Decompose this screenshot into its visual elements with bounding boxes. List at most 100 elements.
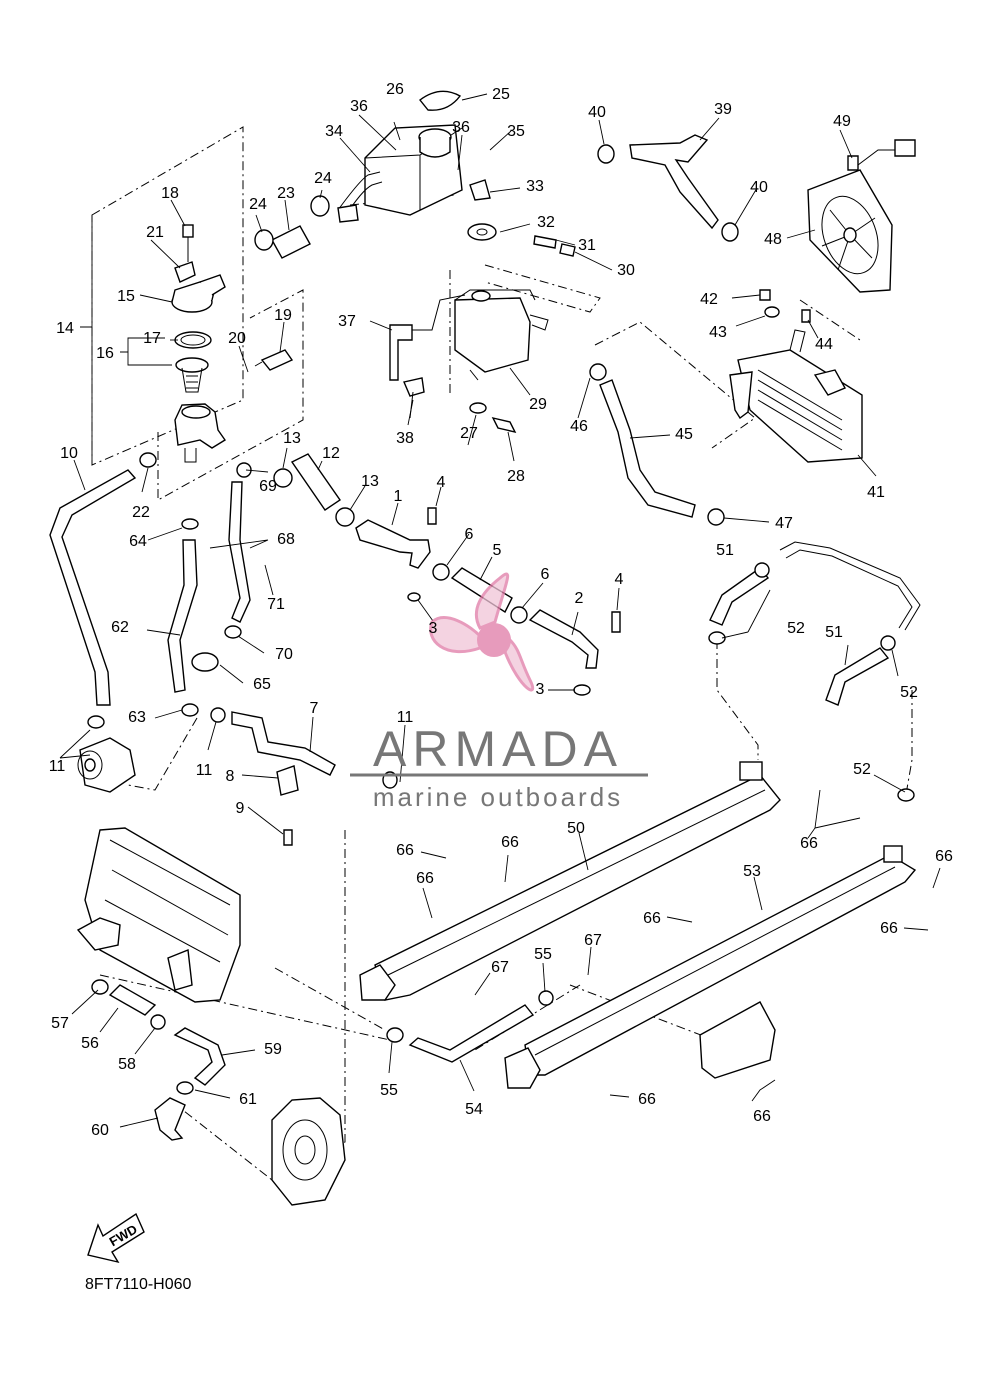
- callout-52: 52: [787, 620, 805, 637]
- callout-37: 37: [338, 313, 356, 330]
- callout-22: 22: [132, 504, 150, 521]
- callout-3: 3: [429, 620, 438, 637]
- water-jacket-plate: [76, 827, 241, 1003]
- callout-43: 43: [709, 324, 727, 341]
- callout-36: 36: [452, 119, 470, 136]
- callout-59: 59: [264, 1041, 282, 1058]
- hose-56: [108, 984, 157, 1016]
- callout-3: 3: [536, 681, 545, 698]
- hose-45: [599, 379, 696, 518]
- callout-28: 28: [507, 468, 525, 485]
- pump-body-bottom: [271, 1097, 346, 1206]
- hose-2: [528, 609, 599, 669]
- cooling-rail-53: [504, 845, 917, 1089]
- callout-48: 48: [764, 231, 782, 248]
- callout-66: 66: [643, 910, 661, 927]
- callout-13: 13: [283, 430, 301, 447]
- callout-66: 66: [638, 1091, 656, 1108]
- callout-66: 66: [416, 870, 434, 887]
- callout-1: 1: [394, 488, 403, 505]
- callout-16: 16: [96, 345, 114, 362]
- callout-42: 42: [700, 291, 718, 308]
- watermark-brand: ARMADA: [373, 721, 623, 777]
- callout-66: 66: [800, 835, 818, 852]
- callout-9: 9: [236, 800, 245, 817]
- coolant-reservoir-bottle: [454, 289, 549, 381]
- callout-6: 6: [465, 526, 474, 543]
- watermark-tagline: marine outboards: [373, 782, 623, 812]
- callout-26: 26: [386, 81, 404, 98]
- callout-60: 60: [91, 1122, 109, 1139]
- callout-63: 63: [128, 709, 146, 726]
- callout-70: 70: [275, 646, 293, 663]
- callout-62: 62: [111, 619, 129, 636]
- bolts-and-screws: [276, 155, 859, 846]
- hose-62: [167, 539, 198, 693]
- callout-31: 31: [578, 237, 596, 254]
- callout-47: 47: [775, 515, 793, 532]
- callout-66: 66: [396, 842, 414, 859]
- coolant-tank-upper: [337, 124, 463, 223]
- callout-36: 36: [350, 98, 368, 115]
- callout-68: 68: [277, 531, 295, 548]
- watermark: ARMADA marine outboards: [350, 572, 648, 812]
- hose-54: [408, 1004, 535, 1063]
- callout-71: 71: [267, 596, 285, 613]
- callout-54: 54: [465, 1101, 483, 1118]
- hose-51-lower: [825, 647, 890, 706]
- pipe-1: [355, 519, 431, 569]
- thermostat-housing: [174, 403, 226, 463]
- callout-52: 52: [900, 684, 918, 701]
- callout-23: 23: [277, 185, 295, 202]
- callout-44: 44: [815, 336, 833, 353]
- bracket-21: [174, 224, 196, 283]
- propeller-logo: [429, 572, 535, 692]
- hose-10: [49, 469, 137, 706]
- callout-7: 7: [310, 700, 319, 717]
- callout-17: 17: [143, 330, 161, 347]
- callout-27: 27: [460, 425, 478, 442]
- callout-53: 53: [743, 863, 761, 880]
- callout-11: 11: [196, 762, 213, 779]
- callout-38: 38: [396, 430, 414, 447]
- callout-66: 66: [880, 920, 898, 937]
- radiator-cap: [419, 90, 462, 111]
- callout-51: 51: [716, 542, 734, 559]
- temp-sensor-19: [254, 349, 294, 371]
- callout-35: 35: [507, 123, 525, 140]
- callout-29: 29: [529, 396, 547, 413]
- callout-8: 8: [226, 768, 235, 785]
- callout-57: 57: [51, 1015, 69, 1032]
- cooling-rail-50: [359, 761, 781, 1001]
- thermostat-cover-15: [171, 274, 226, 313]
- callout-34: 34: [325, 123, 343, 140]
- callout-55: 55: [380, 1082, 398, 1099]
- callout-18: 18: [161, 185, 179, 202]
- callout-12: 12: [322, 445, 340, 462]
- callout-40: 40: [588, 104, 606, 121]
- callout-45: 45: [675, 426, 693, 443]
- callout-24: 24: [249, 196, 267, 213]
- radiator-41: [729, 329, 863, 463]
- callout-66: 66: [935, 848, 953, 865]
- hose-7: [231, 711, 336, 776]
- callout-50: 50: [567, 820, 585, 837]
- callout-4: 4: [437, 474, 446, 491]
- thermostat-16: [175, 357, 209, 393]
- callout-41: 41: [867, 484, 885, 501]
- callout-39: 39: [714, 101, 732, 118]
- hose-60: [154, 1097, 186, 1141]
- callout-13: 13: [361, 473, 379, 490]
- callout-61: 61: [239, 1091, 257, 1108]
- callout-49: 49: [833, 113, 851, 130]
- diagram-reference-code: 8FT7110-H060: [85, 1276, 192, 1293]
- water-pump-housing: [77, 737, 136, 793]
- callout-30: 30: [617, 262, 635, 279]
- callout-67: 67: [491, 959, 509, 976]
- callout-5: 5: [493, 542, 502, 559]
- callout-2: 2: [575, 590, 584, 607]
- callout-6: 6: [541, 566, 550, 583]
- callout-4: 4: [615, 571, 624, 588]
